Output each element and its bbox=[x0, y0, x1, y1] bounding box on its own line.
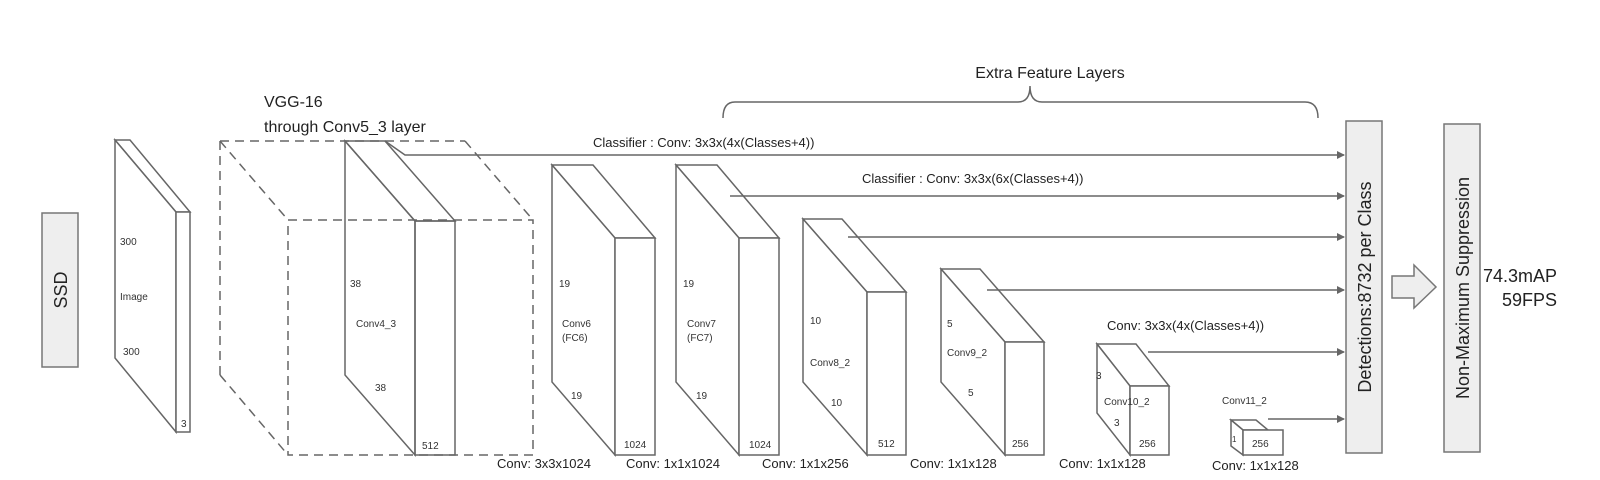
conv7-width: 19 bbox=[696, 391, 708, 402]
vgg-label-line1: VGG-16 bbox=[264, 94, 323, 111]
conv7-height: 19 bbox=[683, 279, 695, 290]
arrow-conv4-3 bbox=[384, 140, 1345, 159]
image-label: Image bbox=[120, 292, 148, 303]
conv8-2-label: Conv8_2 bbox=[810, 358, 850, 369]
classifier-label-1: Classifier : Conv: 3x3x(4x(Classes+4)) bbox=[593, 135, 814, 150]
result-fps: 59FPS bbox=[1502, 290, 1557, 310]
conv10-2-height: 3 bbox=[1096, 371, 1102, 382]
conv6-op: Conv: 3x3x1024 bbox=[497, 456, 591, 471]
classifier-label-2: Classifier : Conv: 3x3x(6x(Classes+4)) bbox=[862, 171, 1083, 186]
conv6-label: Conv6 bbox=[562, 319, 591, 330]
image-width: 300 bbox=[123, 347, 140, 358]
layer-conv10-2: 3 Conv10_2 3 256 Conv: 1x1x128 bbox=[1059, 341, 1171, 471]
conv8-2-height: 10 bbox=[810, 316, 822, 327]
image-channels: 3 bbox=[181, 419, 187, 430]
classifier-arrows bbox=[384, 140, 1345, 423]
layer-conv7: 19 Conv7 (FC7) 19 1024 Conv: 1x1x1024 bbox=[626, 162, 781, 471]
ssd-title-box: SSD bbox=[41, 212, 79, 368]
vgg-label-line2: through Conv5_3 layer bbox=[264, 119, 427, 136]
conv11-2-label: Conv11_2 bbox=[1222, 396, 1267, 407]
classifier-label-3: Conv: 3x3x(4x(Classes+4)) bbox=[1107, 318, 1264, 333]
layer-conv8-2: 10 Conv8_2 10 512 Conv: 1x1x256 bbox=[762, 217, 908, 471]
conv11-2-op: Conv: 1x1x128 bbox=[1212, 458, 1299, 473]
conv7-op: Conv: 1x1x1024 bbox=[626, 456, 720, 471]
conv9-2-height: 5 bbox=[947, 319, 953, 330]
conv4-3-channels: 512 bbox=[422, 441, 439, 452]
conv8-2-op: Conv: 1x1x256 bbox=[762, 456, 849, 471]
detections-label: Detections:8732 per Class bbox=[1355, 181, 1375, 392]
conv11-2-height: 1 bbox=[1232, 435, 1237, 444]
conv10-2-label: Conv10_2 bbox=[1104, 397, 1150, 408]
ssd-title: SSD bbox=[51, 271, 71, 308]
conv6-channels: 1024 bbox=[624, 440, 647, 451]
conv4-3-label: Conv4_3 bbox=[356, 319, 396, 330]
extra-feature-label: Extra Feature Layers bbox=[975, 65, 1124, 82]
layer-conv6: 19 Conv6 (FC6) 19 1024 Conv: 3x3x1024 bbox=[497, 162, 657, 471]
hollow-arrow-icon bbox=[1391, 263, 1438, 310]
detections-box: Detections:8732 per Class bbox=[1345, 120, 1383, 454]
layer-image: 300 Image 300 3 bbox=[113, 137, 192, 435]
conv6-width: 19 bbox=[571, 391, 583, 402]
image-height: 300 bbox=[120, 237, 137, 248]
conv6-sublabel: (FC6) bbox=[562, 333, 588, 344]
conv9-2-op: Conv: 1x1x128 bbox=[910, 456, 997, 471]
layer-conv11-2: 1 Conv11_2 256 Conv: 1x1x128 bbox=[1212, 396, 1299, 473]
conv9-2-width: 5 bbox=[968, 388, 974, 399]
conv8-2-width: 10 bbox=[831, 398, 843, 409]
nms-label: Non-Maximum Suppression bbox=[1453, 177, 1473, 399]
conv10-2-channels: 256 bbox=[1139, 439, 1156, 450]
layer-conv4-3: 38 Conv4_3 38 512 bbox=[343, 139, 457, 457]
conv7-channels: 1024 bbox=[749, 440, 772, 451]
conv7-sublabel: (FC7) bbox=[687, 333, 713, 344]
conv11-2-channels: 256 bbox=[1252, 439, 1269, 450]
conv6-height: 19 bbox=[559, 279, 571, 290]
nms-box: Non-Maximum Suppression bbox=[1443, 123, 1481, 453]
conv10-2-op: Conv: 1x1x128 bbox=[1059, 456, 1146, 471]
conv7-label: Conv7 bbox=[687, 319, 716, 330]
layer-conv9-2: 5 Conv9_2 5 256 Conv: 1x1x128 bbox=[910, 267, 1046, 471]
conv4-3-height: 38 bbox=[350, 279, 362, 290]
result-map: 74.3mAP bbox=[1483, 266, 1557, 286]
conv9-2-channels: 256 bbox=[1012, 439, 1029, 450]
vgg16-block: VGG-16 through Conv5_3 layer bbox=[219, 94, 534, 456]
conv9-2-label: Conv9_2 bbox=[947, 348, 987, 359]
extra-feature-brace: Extra Feature Layers bbox=[722, 65, 1319, 119]
conv10-2-width: 3 bbox=[1114, 418, 1120, 429]
conv8-2-channels: 512 bbox=[878, 439, 895, 450]
conv4-3-width: 38 bbox=[375, 383, 387, 394]
